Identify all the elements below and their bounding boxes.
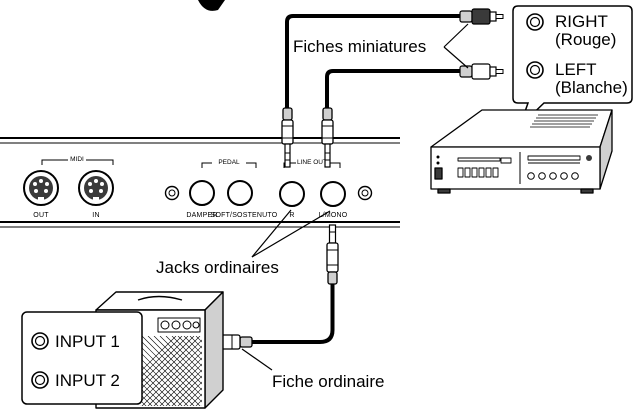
soft-sostenuto-jack[interactable] [227,180,253,206]
stereo-input-callout: RIGHT (Rouge) LEFT (Blanche) [512,5,633,127]
damper-jack[interactable] [189,180,215,206]
amp-standard-plug-top [326,224,339,285]
stereo-receiver [430,109,613,194]
line-out-r-label: R [289,212,294,219]
line-out-l-mono-label: L/MONO [319,212,348,219]
jacks-pointer-2 [251,210,331,258]
stereo-left-label: LEFT [555,60,597,79]
standard-jacks-label: Jacks ordinaires [156,258,279,277]
mini-plug-r [281,107,294,168]
standard-plug-pointer [241,348,273,371]
stereo-left-color: (Blanche) [555,78,628,97]
stereo-right-input-jack [526,13,544,31]
cropped-title-glyph [198,0,225,11]
rca-plug-right [459,8,504,25]
amp-handle [137,295,183,301]
midi-group-label: MIDI [70,156,84,163]
midi-out-label: OUT [33,212,49,219]
mini-plugs-pointer-1 [443,23,469,48]
panel-screw-right [357,185,373,201]
amp-input2-jack [31,371,49,389]
jacks-pointer-1 [251,209,292,258]
rca-plug-left [459,63,504,80]
amp-input1-jack [31,332,49,350]
pedal-group-label: PEDAL [218,159,240,166]
midi-out-port[interactable] [23,170,59,206]
mini-plugs-label: Fiches miniatures [293,37,426,56]
stereo-right-label: RIGHT [555,12,608,31]
damper-label: DAMPER [186,212,217,219]
midi-in-port[interactable] [78,170,114,206]
amp-input2-label: INPUT 2 [55,371,120,390]
stereo-left-input-jack [526,61,544,79]
line-out-r-jack[interactable] [279,181,305,207]
standard-plug-label: Fiche ordinaire [272,372,384,391]
midi-group: MIDI [41,155,114,165]
mini-plug-l [321,107,334,168]
receiver-vent-grille [530,114,598,128]
amp-input1-label: INPUT 1 [55,332,120,351]
line-out-group: LINE OUT [283,158,341,168]
pedal-group: PEDAL [201,158,257,168]
line-out-l-mono-jack[interactable] [320,181,346,207]
amp-input-callout: INPUT 1 INPUT 2 [21,311,143,405]
soft-sostenuto-label: SOFT/SOSTENUTO [211,212,278,219]
panel-screw-left [164,185,180,201]
mini-plugs-pointer-2 [443,46,469,69]
midi-in-label: IN [92,212,99,219]
line-out-group-label: LINE OUT [297,159,327,166]
stereo-cables [285,14,462,108]
amp-grille [140,336,202,406]
stereo-right-color: (Rouge) [555,30,616,49]
amp-cable [252,284,335,344]
